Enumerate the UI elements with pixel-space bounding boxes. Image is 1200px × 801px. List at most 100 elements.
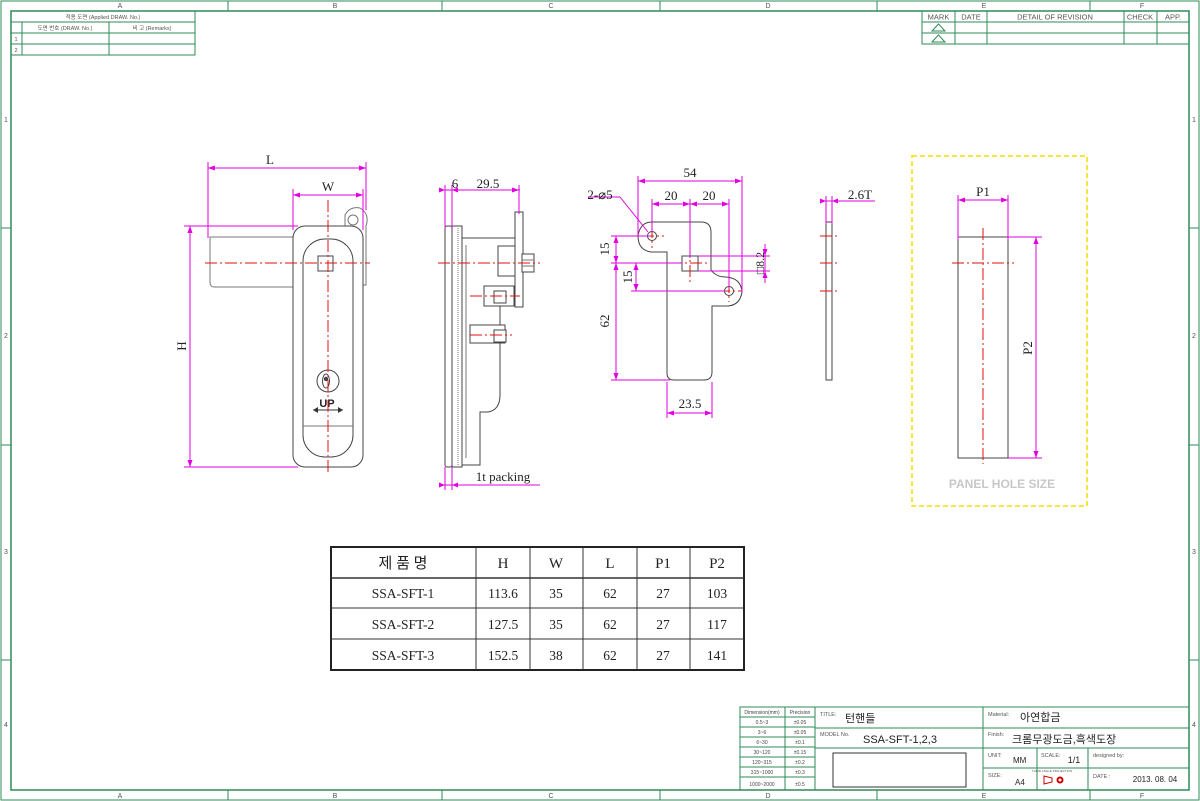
spec-row-1-w: 35 [549,586,563,601]
panel-p1-label: P1 [976,184,990,199]
model-number: SSA-SFT-1,2,3 [863,734,937,746]
thickness-label: 2.6T [848,187,872,202]
zone-col-d-top: D [765,3,770,10]
side-view [438,185,540,490]
dimension-w-label: W [322,179,335,194]
tolerance-row-5-range: 120~315 [752,760,772,766]
projection-label: THIRD ANGLE PROJECTION [1032,769,1072,773]
spec-row-1-l: 62 [603,586,617,601]
unit-label: UNIT: [988,753,1002,759]
zone-row-3-left: 3 [4,549,8,556]
packing-label: 1t packing [476,469,531,484]
tolerance-row-6-value: ±0.3 [795,770,805,776]
dimension-h-label: H [174,341,189,350]
tolerance-row-6-range: 315~1000 [751,770,774,776]
zone-row-4-left: 4 [4,722,8,729]
zone-col-e-top: E [982,3,987,10]
applied-drawing-block [10,10,196,56]
tolerance-row-3-range: 6~30 [756,740,767,746]
tolerance-header-precision: Precision [790,710,811,716]
scale-label: SCALE: [1041,753,1061,759]
dimension-20b-label: 20 [703,188,716,203]
zone-row-3-right: 3 [1192,549,1196,556]
finish-label: Finish: [988,732,1005,738]
spec-row-3-l: 62 [603,648,617,663]
dimension-15b-label: 15 [620,271,635,284]
title-block [814,706,1190,791]
tolerance-row-4-value: ±0.15 [794,750,807,756]
designed-by-label: designed by: [1093,753,1125,759]
tolerance-row-7-value: ±0.5 [795,782,805,788]
size-value: A4 [1015,778,1025,787]
spec-row-3-name: SSA-SFT-3 [372,648,435,663]
zone-col-b-bottom: B [333,793,338,800]
material-value: 아연합금 [1020,711,1060,724]
zone-col-e-bottom: E [982,793,987,800]
applied-block-col-drawno: 도면 번호 (DRAW. No.) [38,24,93,32]
zone-col-a-bottom: A [118,793,123,800]
drawing-title: 턴핸들 [845,712,875,725]
title-label: TITLE: [820,712,837,718]
zone-col-d-bottom: D [765,793,770,800]
spec-row-3-w: 38 [549,648,563,663]
zone-col-a-top: A [118,3,123,10]
tolerance-row-2-value: ±0.05 [794,730,807,736]
panel-hole-caption: PANEL HOLE SIZE [949,477,1055,491]
date-value: 2013. 08. 04 [1133,775,1178,784]
tolerance-row-5-value: ±0.2 [795,760,805,766]
panel-p2-label: P2 [1020,341,1035,355]
model-label: MODEL No. [820,732,850,738]
spec-row-2-name: SSA-SFT-2 [372,617,435,632]
spec-header-name: 제 품 명 [379,555,428,572]
unit-value: MM [1013,756,1027,765]
cam-view [588,176,770,418]
revision-col-detail: DETAIL OF REVISION [1017,13,1093,22]
thickness-view [820,196,875,381]
revision-col-app: APP. [1165,13,1181,22]
spec-row-3-p1: 27 [656,648,670,663]
dimension-23-5-label: 23.5 [679,396,702,411]
dimension-15a-label: 15 [597,243,612,256]
spec-table [330,546,745,671]
spec-row-1-h: 113.6 [488,586,518,601]
spec-row-2-p2: 117 [707,617,727,632]
revision-col-date: DATE [961,13,980,22]
panel-hole-view [911,155,1088,507]
zone-col-c-bottom: C [548,793,553,800]
spec-header-p1: P1 [655,556,671,572]
revision-block [921,10,1190,45]
applied-block-row-1: 1 [14,37,17,43]
dimension-6-label: 6 [452,176,459,191]
zone-row-4-right: 4 [1192,722,1196,729]
tolerance-row-4-range: 30~120 [754,750,771,756]
tolerance-row-1-value: ±0.05 [794,720,807,726]
scale-value: 1/1 [1068,755,1081,765]
projection-symbol-icon [1043,775,1064,785]
front-view: UP [184,162,370,475]
spec-row-2-p1: 27 [656,617,670,632]
dimension-l-label: L [266,152,274,167]
tolerance-row-7-range: 1000~2000 [749,782,774,788]
spec-row-1-p2: 103 [707,586,728,601]
size-label: SIZE: [988,773,1002,779]
spec-header-h: H [498,556,509,572]
spec-header-w: W [549,556,564,572]
zone-col-b-top: B [333,3,338,10]
zone-col-f-top: F [1140,3,1144,10]
spec-row-1-name: SSA-SFT-1 [372,586,435,601]
spec-header-p2: P2 [709,556,725,572]
revision-col-mark: MARK [928,13,950,22]
up-label: UP [319,398,334,410]
tolerance-header-dimension: Dimension(mm) [744,710,780,716]
spec-header-l: L [605,556,614,572]
finish-value: 크롬무광도금,흑색도장 [1012,732,1116,746]
zone-col-f-bottom: F [1140,793,1144,800]
date-label: DATE : [1093,774,1111,780]
spec-row-2-h: 127.5 [488,617,519,632]
revision-triangle-icon [930,23,947,43]
dimension-20a-label: 20 [665,188,678,203]
hole-callout-label: 2-⌀5 [587,187,612,202]
spec-row-3-h: 152.5 [488,648,519,663]
square-hole-label: □8.2 [753,252,767,274]
